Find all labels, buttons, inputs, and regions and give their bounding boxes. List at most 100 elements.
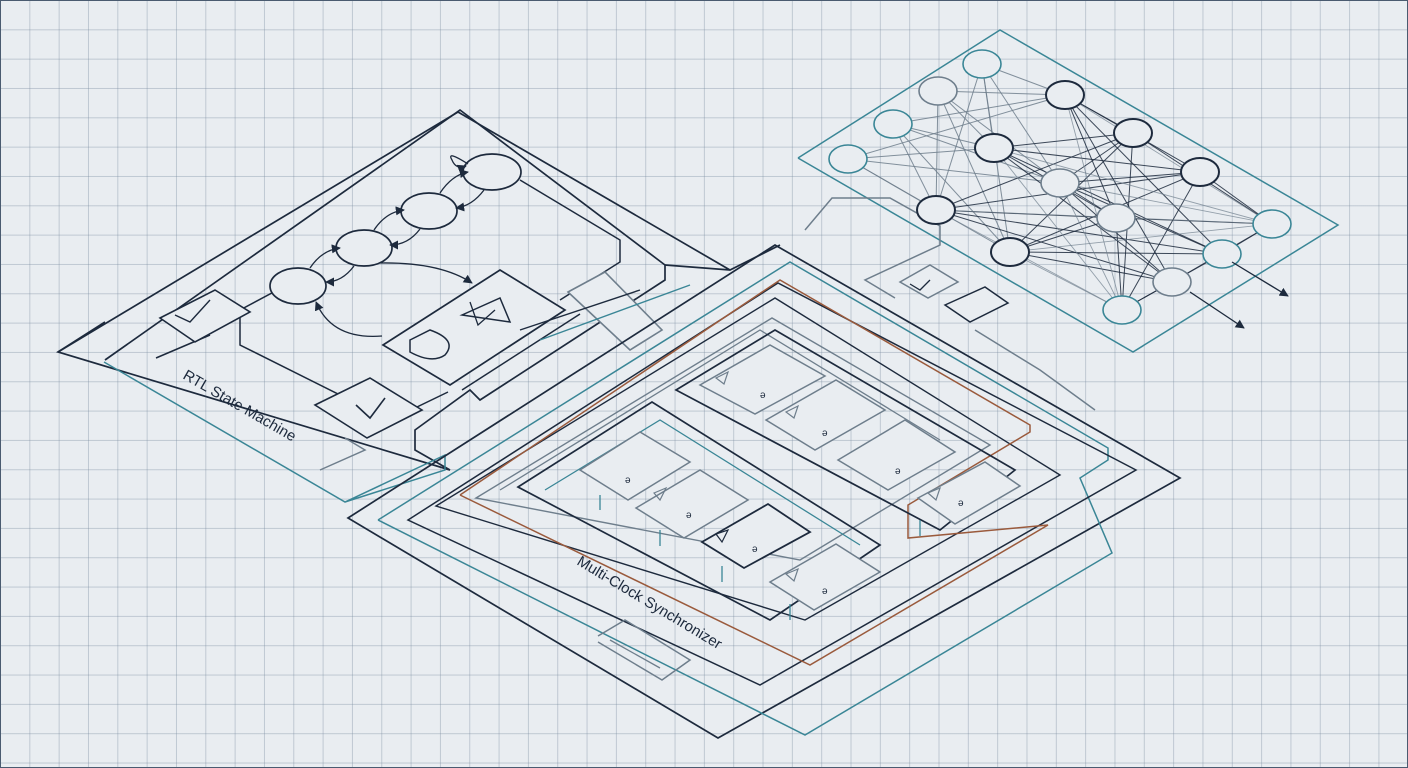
nn-node-11 [1180,157,1220,187]
transition-loop-back [379,262,473,284]
nn-output-arrow-1 [1231,261,1289,297]
flop-mark-3: ə [895,466,901,477]
flip-flop-5 [578,431,692,501]
flip-flop-3 [836,419,957,491]
nn-edge-15 [935,63,983,211]
rtl-logic-block-rim [461,313,581,391]
flop-mark-7: ə [822,586,828,597]
nn-edge-24 [935,209,1223,255]
clock-domain-b [516,400,882,621]
nn-mux-box-2 [943,286,1010,323]
nn-edge-45 [1115,217,1123,311]
state-nodes [269,153,522,305]
transition-3-2-back [389,228,421,250]
nn-node-13 [1202,239,1242,269]
nn-edge-13 [937,90,1011,253]
transition-2-1-back [325,265,355,287]
nn-node-4 [916,195,956,225]
rtl-inner-trace [239,310,449,421]
nn-node-5 [974,133,1014,163]
rtl-logic-block [381,268,567,387]
state-node-2 [335,229,393,267]
sync-slate-inner [499,329,941,491]
sync-small-connector [597,619,692,681]
flip-flop-2 [764,379,887,451]
rtl-state-machine-label: RTL State Machine [180,367,299,446]
clock-triangle-2 [784,404,800,419]
nn-edge-30 [1064,94,1117,219]
nn-node-10 [1113,118,1153,148]
nn-edge-49 [1121,171,1201,311]
nn-node-1 [873,109,913,139]
rtl-d-gate-symbol [409,329,450,360]
rtl-gate-symbol-left [174,299,211,323]
nn-edge-23 [935,209,1173,283]
nn-edge-4 [847,158,1061,184]
nn-edge-61 [1009,251,1123,311]
flip-flop-7-highlight [700,502,812,570]
flip-flops [578,344,1022,611]
transition-1-2-fwd [309,244,341,269]
nn-node-7 [990,237,1030,267]
flop-mark-4: ə [625,475,631,486]
nn-edge-29 [993,147,1223,255]
clock-triangle-5 [926,486,941,502]
clock-triangle-3 [653,486,668,502]
transition-4-3-back [455,189,485,212]
flop-mark-5: ə [686,510,692,521]
nn-edge-2 [847,94,1066,160]
nn-edge-62 [1009,223,1273,253]
sync-concentric-2 [434,297,1062,621]
nn-mux-symbol [909,279,931,291]
clock-triangle-4 [715,528,730,544]
nn-edge-8 [892,123,1011,253]
sync-small-connector-inner [609,639,661,669]
clock-triangle-1 [714,370,730,385]
nn-edge-59 [1064,94,1123,311]
nn-node-0 [828,144,868,174]
transition-4-self [450,155,469,174]
flop-mark-2: ə [822,428,828,439]
clock-triangle-6 [784,567,799,583]
nn-lower-trace-2 [974,329,1096,411]
sync-board-outline [346,244,1182,739]
nn-node-12 [1152,267,1192,297]
rtl-inner-trace-5 [319,437,367,471]
nn-edge-64 [1059,182,1273,225]
sync-concentric-1 [406,282,1138,686]
clock-domain-a [674,329,1017,532]
nn-edge-27 [993,147,1201,173]
clock-domain-b-inner [544,419,861,546]
nn-edges [847,63,1273,311]
rtl-gate-box-left [158,289,252,343]
nn-edge-57 [993,147,1123,311]
nn-edge-1 [847,147,995,160]
bridge-trace-2 [519,289,641,331]
nn-node-14 [1102,295,1142,325]
rtl-gate-box-bottom [313,377,424,439]
flip-flop-8 [768,543,882,611]
nn-edge-33 [1064,94,1173,283]
flip-flop-1 [698,344,827,415]
state-node-4 [462,153,522,191]
clock-triangles [653,370,941,583]
nn-edge-19 [981,63,1061,184]
bridge-chip [566,271,664,352]
nn-edge-39 [1009,251,1223,255]
nn-output-arrow-2 [1189,291,1245,329]
nn-edge-38 [1009,251,1173,283]
state-transitions [309,155,485,338]
nn-node-6 [1045,80,1085,110]
rtl-gate-symbol-bottom [355,397,386,420]
nn-edge-60 [1064,94,1273,225]
nn-node-8 [1040,168,1080,198]
bridge-connector [519,271,691,352]
nn-node-2 [918,76,958,106]
nn-lower-trace [804,197,941,299]
nn-edge-55 [935,209,1123,311]
nn-edge-28 [993,147,1173,283]
nn-node-3 [962,49,1002,79]
nn-board-outline [797,29,1340,353]
